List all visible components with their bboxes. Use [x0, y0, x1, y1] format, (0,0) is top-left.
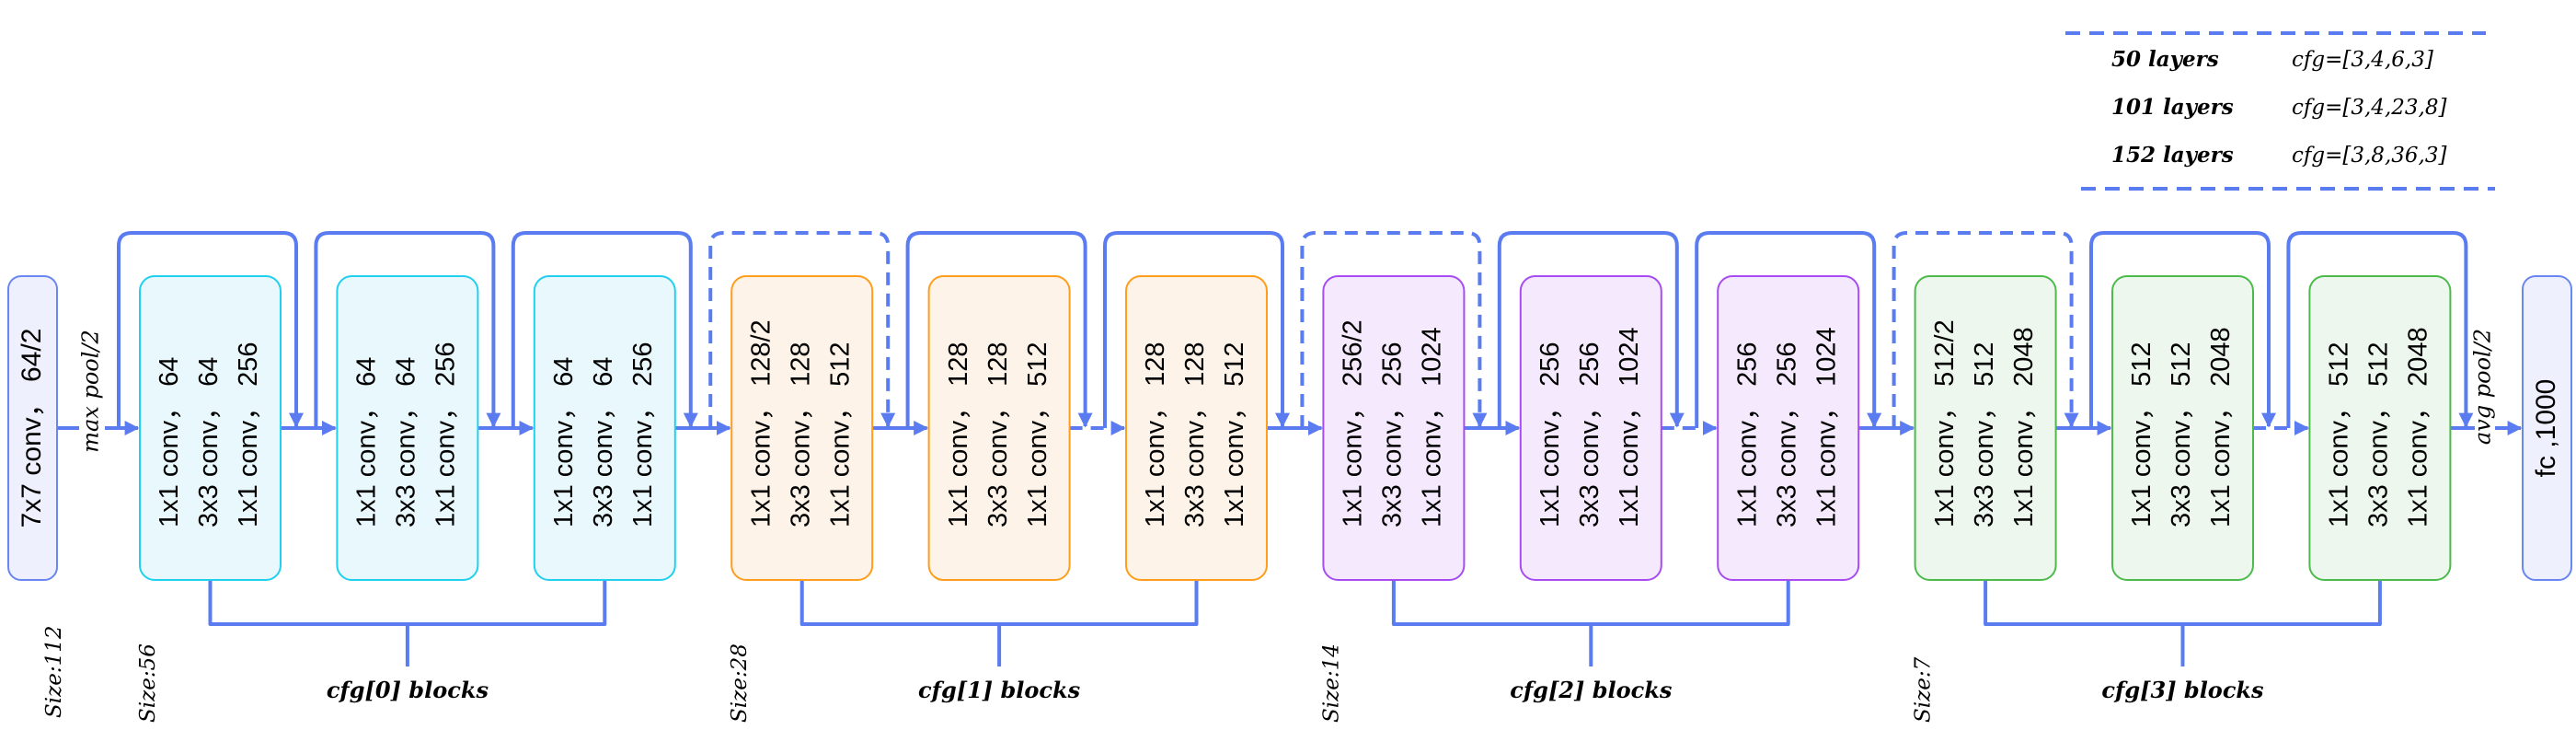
block-layer-label: 1x1 conv， 2048 — [2206, 327, 2236, 527]
stage-bracket-label: cfg[2] blocks — [1510, 677, 1673, 703]
size-label: Size:14 — [1319, 643, 1343, 723]
block-layer-label: 3x3 conv， 64 — [194, 357, 224, 527]
block-layer-label: 1x1 conv， 1024 — [1418, 327, 1447, 527]
block-layer-label: 1x1 conv， 128/2 — [746, 319, 776, 527]
stage-bracket — [1984, 580, 2382, 626]
block-layer-label: 1x1 conv， 512 — [1220, 342, 1249, 527]
avgpool-label: avg pool/2 — [2470, 329, 2496, 445]
identity-shortcut-arrow — [117, 231, 304, 428]
stem-conv-label: 7x7 conv， 64/2 — [17, 329, 47, 528]
block-layer-label: 1x1 conv， 64 — [352, 357, 382, 527]
stage-bracket-label: cfg[3] blocks — [2101, 677, 2264, 703]
identity-shortcut-arrow — [1695, 231, 1882, 428]
block-layer-label: 1x1 conv， 256 — [1535, 342, 1565, 527]
block-layer-label: 1x1 conv， 64 — [549, 357, 579, 527]
bottleneck-block-box — [1322, 275, 1466, 581]
stage-bracket — [208, 580, 607, 626]
block-layer-label: 1x1 conv， 2048 — [2404, 327, 2433, 527]
block-layer-label: 3x3 conv， 256 — [1772, 342, 1801, 527]
block-layer-label: 1x1 conv， 64 — [155, 357, 184, 527]
block-layer-label: 1x1 conv， 256 — [431, 342, 461, 527]
bottleneck-block-box — [730, 275, 874, 581]
maxpool-label: max pool/2 — [78, 330, 104, 453]
block-layer-label: 3x3 conv， 128 — [1180, 342, 1210, 527]
block-layer-label: 1x1 conv， 512 — [2127, 342, 2156, 527]
legend-cfg-label: cfg=[3,8,36,3] — [2292, 144, 2446, 168]
bottleneck-block-box — [2308, 275, 2452, 581]
legend-cfg-label: cfg=[3,4,23,8] — [2292, 96, 2446, 120]
bottleneck-block-box — [1519, 275, 1662, 581]
stage-bracket — [799, 580, 1199, 626]
block-layer-label: 3x3 conv， 64 — [392, 357, 421, 527]
block-layer-label: 1x1 conv， 1024 — [1811, 327, 1841, 527]
block-layer-label: 3x3 conv， 512 — [1970, 342, 1999, 527]
block-layer-label: 3x3 conv， 512 — [2364, 342, 2394, 527]
stage-bracket-label: cfg[0] blocks — [327, 677, 489, 703]
stem-conv-box — [7, 275, 58, 581]
block-layer-label: 1x1 conv， 512 — [2325, 342, 2354, 527]
block-layer-label: 1x1 conv， 256 — [234, 342, 263, 527]
block-layer-label: 3x3 conv， 256 — [1575, 342, 1604, 527]
identity-shortcut-arrow — [511, 231, 698, 428]
fc-layer-label: fc ,1000 — [2531, 379, 2561, 478]
stage-bracket-label: cfg[1] blocks — [918, 677, 1081, 703]
bottleneck-block-box — [1717, 275, 1860, 581]
block-layer-label: 3x3 conv， 64 — [589, 357, 618, 527]
block-layer-label: 1x1 conv， 128 — [1141, 342, 1170, 527]
fc-layer-box — [2522, 275, 2572, 581]
stage-bracket — [1391, 580, 1790, 626]
block-layer-label: 3x3 conv， 128 — [786, 342, 815, 527]
block-layer-label: 3x3 conv， 128 — [983, 342, 1013, 527]
block-layer-label: 1x1 conv， 256 — [628, 342, 658, 527]
block-layer-label: 1x1 conv， 512/2 — [1930, 319, 1960, 527]
bottleneck-block-box — [927, 275, 1071, 581]
legend-layers-label: 152 layers — [2111, 143, 2234, 168]
block-layer-label: 1x1 conv， 2048 — [2009, 327, 2039, 527]
projection-shortcut-arrow — [1892, 231, 2079, 428]
size-label: Size:28 — [728, 643, 752, 723]
legend-layers-label: 101 layers — [2111, 95, 2234, 120]
identity-shortcut-arrow — [314, 231, 501, 428]
projection-shortcut-arrow — [1300, 231, 1488, 428]
block-layer-label: 1x1 conv， 256 — [1732, 342, 1762, 527]
identity-shortcut-arrow — [2286, 231, 2474, 428]
block-layer-label: 3x3 conv， 512 — [2167, 342, 2196, 527]
bottleneck-block-box — [2111, 275, 2254, 581]
block-layer-label: 1x1 conv， 512 — [825, 342, 855, 527]
identity-shortcut-arrow — [905, 231, 1093, 428]
projection-shortcut-arrow — [708, 231, 896, 428]
block-layer-label: 1x1 conv， 256/2 — [1339, 319, 1368, 527]
bottleneck-block-box — [336, 275, 479, 581]
bottleneck-block-box — [139, 275, 282, 581]
legend-cfg-label: cfg=[3,4,6,3] — [2292, 48, 2433, 72]
block-layer-label: 3x3 conv， 256 — [1378, 342, 1408, 527]
bottleneck-block-box — [1914, 275, 2057, 581]
identity-shortcut-arrow — [2089, 231, 2276, 428]
bottleneck-block-box — [533, 275, 676, 581]
identity-shortcut-arrow — [1497, 231, 1685, 428]
block-layer-label: 1x1 conv， 1024 — [1615, 327, 1644, 527]
block-layer-label: 1x1 conv， 128 — [944, 342, 973, 527]
legend-layers-label: 50 layers — [2111, 47, 2219, 72]
identity-shortcut-arrow — [1103, 231, 1290, 428]
size-label-112: Size:112 — [42, 626, 66, 719]
bottleneck-block-box — [1125, 275, 1268, 581]
block-layer-label: 1x1 conv， 512 — [1023, 342, 1052, 527]
size-label: Size:7 — [1912, 656, 1936, 723]
size-label: Size:56 — [136, 643, 160, 723]
